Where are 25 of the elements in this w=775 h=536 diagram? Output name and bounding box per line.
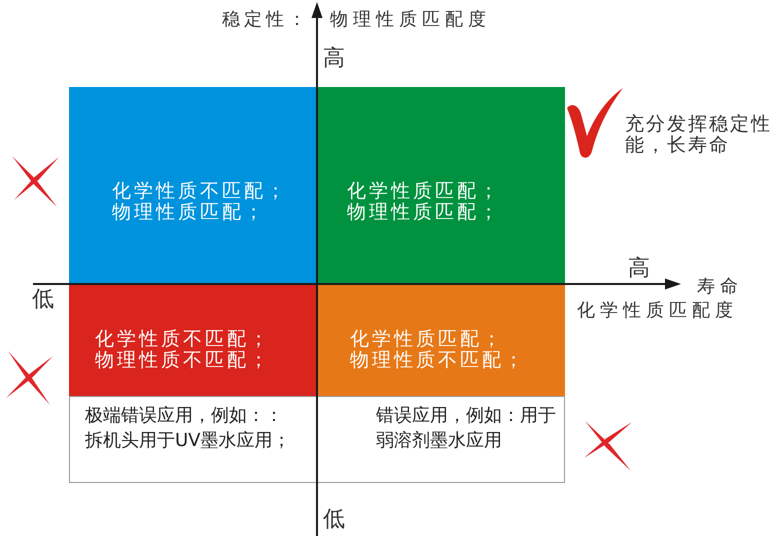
axis-level-label: 低 xyxy=(32,287,54,313)
quadrant-text: 物理性质不匹配； xyxy=(95,350,271,371)
example-text: 极端错误应用，例如：：拆机头用于UV墨水应用； xyxy=(85,404,292,453)
quadrant-box xyxy=(69,87,316,284)
axis-title: 稳定性： xyxy=(222,9,310,31)
quadrant-box xyxy=(316,284,565,396)
example-box xyxy=(316,396,565,483)
quadrant-text: 物理性质匹配； xyxy=(347,202,501,223)
example-box xyxy=(69,396,317,483)
axis-level-label: 低 xyxy=(323,507,345,533)
quadrant-text: 化学性质不匹配； xyxy=(95,329,271,350)
quadrant-box xyxy=(316,87,565,284)
quadrant-text: 化学性质不匹配； xyxy=(112,181,288,202)
axis-title: 物理性质匹配度 xyxy=(330,9,491,31)
axis-title: 化学性质匹配度 xyxy=(577,300,738,322)
quadrant-text: 化学性质匹配； xyxy=(347,181,501,202)
note-text: 充分发挥稳定性能，长寿命 xyxy=(625,114,773,156)
quadrant-text: 物理性质匹配； xyxy=(112,202,267,223)
quadrant-text: 物理性质不匹配； xyxy=(350,350,526,371)
quadrant-box xyxy=(69,284,316,396)
axis-level-label: 高 xyxy=(323,46,345,72)
axis-title: 寿命 xyxy=(697,276,743,298)
axis-level-label: 高 xyxy=(628,256,650,282)
example-text: 错误应用，例如：用于弱溶剂墨水应用 xyxy=(376,404,557,453)
quadrant-text: 化学性质匹配； xyxy=(350,329,505,350)
